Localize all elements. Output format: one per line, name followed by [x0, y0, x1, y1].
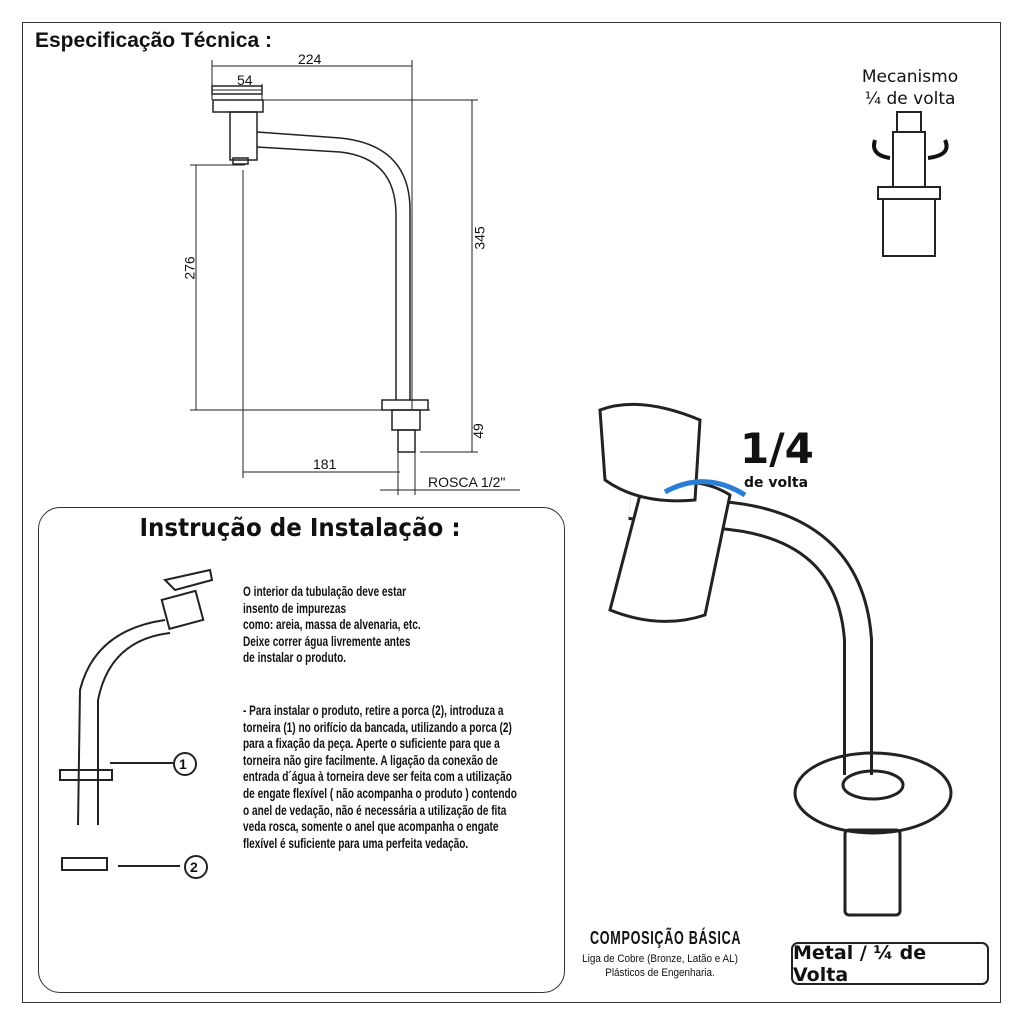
instruction-line: para a fixação da peça. Aperte o suficie… [243, 735, 500, 752]
dim-thread: ROSCA 1/2" [428, 474, 506, 490]
instruction-line: insento de impurezas [243, 599, 347, 616]
instruction-line: - Para instalar o produto, retire a porc… [243, 702, 504, 718]
instruction-line: como: areia, massa de alvenaria, etc. [243, 616, 421, 632]
dimension-lines [190, 60, 520, 495]
instruction-line: torneira (1) no orifício da bancada, uti… [243, 718, 512, 735]
installation-box [38, 507, 565, 993]
composition-line-2: Plásticos de Engenharia. [605, 967, 715, 979]
instruction-line: de engate flexível ( não acompanha o pro… [243, 785, 517, 801]
mechanism-label-2: ¼ de volta [864, 89, 956, 109]
page-frame [22, 22, 1001, 1003]
dim-total-width: 224 [298, 51, 322, 67]
callout-1: 1 [179, 756, 187, 772]
dim-offset: 181 [313, 456, 337, 472]
dim-handle: 54 [237, 72, 253, 88]
instruction-line: flexível é suficiente para uma perfeita … [243, 834, 469, 851]
dim-base: 49 [469, 423, 486, 439]
dim-height-spout: 276 [181, 256, 198, 280]
quarter-turn-sub: de volta [744, 475, 809, 491]
dim-height-total: 345 [471, 226, 488, 250]
composition-heading: COMPOSIÇÃO BÁSICA [590, 928, 742, 948]
mechanism-cartridge-icon [872, 111, 949, 257]
faucet-outline [211, 85, 429, 453]
instruction-line: Deixe correr água livremente antes [243, 632, 411, 649]
faucet-photo [598, 402, 953, 917]
instruction-line: O interior da tubulação deve estar [243, 583, 407, 599]
instruction-line: veda rosca, somente o anel que acompanha… [243, 818, 499, 835]
instruction-line: torneira não gire facilmente. A ligação … [243, 751, 498, 768]
callout-2: 2 [190, 859, 198, 875]
quarter-turn-label: 1/4 [740, 424, 814, 473]
material-badge: Metal / ¼ de Volta [791, 942, 989, 986]
installation-faucet-drawing [59, 568, 214, 879]
instruction-line: de instalar o produto. [243, 649, 347, 665]
mechanism-label-1: Mecanismo [861, 67, 959, 87]
installation-heading: Instrução de Instalação : [139, 513, 461, 542]
composition-line-1: Liga de Cobre (Bronze, Latão e AL) [582, 953, 738, 965]
instruction-line: entrada d´água à torneira deve ser feita… [243, 768, 512, 785]
page-title: Especificação Técnica : [35, 29, 272, 52]
instruction-line: o anel de vedação, não é necessária a ut… [243, 801, 507, 818]
